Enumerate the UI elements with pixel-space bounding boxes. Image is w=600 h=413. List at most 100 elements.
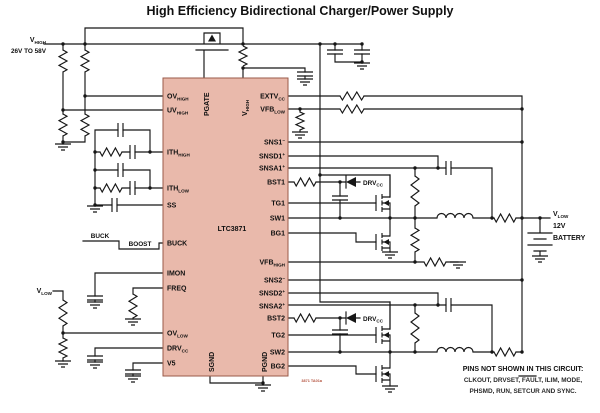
junction-dot [61,42,65,46]
gnd-symbol [87,361,103,369]
vhigh-source-label: VHIGH [30,37,47,45]
ind-symbol [436,346,474,353]
junction-dot [413,166,417,170]
junction-dot [520,107,524,111]
junction-dot [413,216,417,220]
vlow-left-label: VLOW [37,288,53,296]
junction-dot [436,303,440,307]
junction-dot [520,278,524,282]
right-networks-wires [287,95,553,387]
junction-dot [318,42,322,46]
pin-bst2: BST2 [267,316,285,323]
zigH-symbol [99,182,123,194]
pin-sgnd: SGND [209,352,216,372]
zigH-symbol [99,146,123,158]
nfet-arrow [383,332,389,338]
zigV-symbol [294,111,306,131]
pin-vfbhigh: VFBHIGH [260,260,286,268]
pin-ovhigh: OVHIGH [167,94,189,102]
pin-sw2: SW2 [270,350,285,357]
pin-snsd1p: SNSD1+ [259,152,285,160]
capV-symbol [129,181,136,195]
top-rail-wires [43,27,391,330]
fet-symbol [375,326,390,344]
junction-dot [538,216,542,220]
pin-vfblow: VFBLOW [260,107,285,115]
pin-tg1: TG1 [271,201,285,208]
capH-symbol [354,49,370,55]
junction-dot [261,381,265,385]
gnd-symbol [55,143,71,151]
junction-dot [93,168,97,172]
junction-dot [388,350,392,354]
drvcc-label-ch1: DRVCC [363,180,384,188]
pin-buck: BUCK [167,241,187,248]
ic-body [162,77,289,377]
zigV-symbol [409,227,421,253]
junction-dot [318,173,322,177]
junction-dot [93,203,97,207]
capH-symbol [327,49,343,55]
nfet-arrow [383,200,389,206]
junction-dot [360,42,364,46]
fet-symbol [375,233,390,251]
junction-dot [93,186,97,190]
gnd-symbol [87,205,103,213]
junction-dot [520,216,524,220]
gnd-symbol [255,384,271,392]
vhigh-range-label: 26V TO 58V [11,48,47,55]
pin-uvhigh: UVHIGH [167,108,189,116]
junction-dot [93,150,97,154]
ind-symbol [436,212,474,219]
junction-dot [241,66,245,70]
junction-dot [148,150,152,154]
pin-drvcc: DRVCC [167,346,189,354]
boost-label: BOOST [129,241,152,248]
pin-ovlow: OVLOW [167,331,189,339]
junction-dot [61,331,65,335]
capV-symbol [129,145,136,159]
junction-dots [61,42,542,385]
junction-dot [333,42,337,46]
gnd-symbol [292,131,308,139]
pin-imon: IMON [167,271,185,278]
note-line2: PHSMD, RUN, SETCUR AND SYNC. [470,388,577,395]
gnd-symbol [382,385,398,393]
zigV-symbol [57,113,69,137]
capH-symbol [87,355,103,361]
gnd-symbol [532,255,548,263]
pin-vhigh-top: VHIGH [242,99,250,116]
zigH-symbol [293,176,317,188]
junction-dot [338,316,342,320]
gnd-symbol [87,301,103,309]
gnd-symbol [297,78,313,86]
zigV-symbol [79,113,91,137]
junction-dot [61,140,65,144]
capV-symbol [117,123,124,137]
junction-dot [61,108,65,112]
zigH-symbol [493,212,517,224]
nfet-arrow [383,371,389,377]
pin-pgnd: PGND [262,352,269,372]
pin-sns2n: SNS2− [264,276,285,284]
junction-dot [83,94,87,98]
battery-voltage-label: 12V [553,223,566,230]
bst1-diode [346,177,356,187]
zigV-symbol [410,175,420,207]
wiring [43,27,553,387]
zigH-symbol [339,90,365,102]
left-networks-wires [52,129,264,386]
gnd-symbol [450,261,466,269]
pin-tg2: TG2 [271,333,285,340]
junction-dot [520,350,524,354]
junction-dot [338,350,342,354]
capV-symbol [445,161,452,175]
junction-dot [490,350,494,354]
pin-bg2: BG2 [271,364,286,371]
drvcc-label-ch2: DRVCC [363,316,384,324]
junction-dot [83,42,87,46]
buck-label: BUCK [91,233,110,240]
gnd-symbol [382,251,398,259]
